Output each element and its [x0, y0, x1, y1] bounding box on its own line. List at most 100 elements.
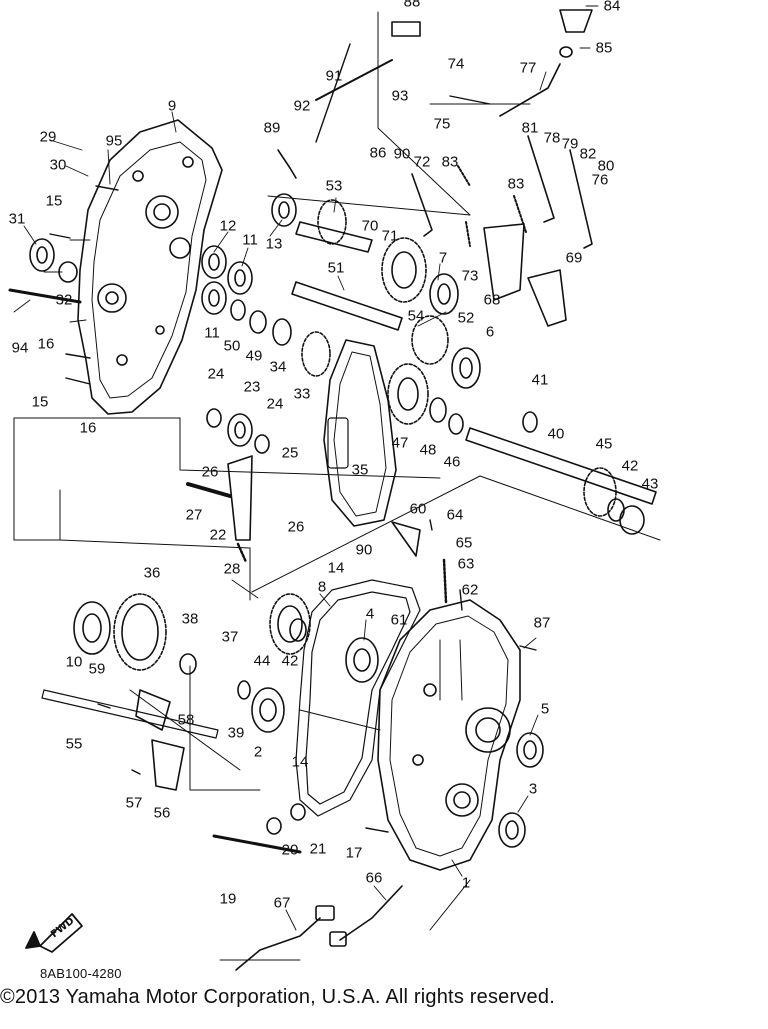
fwd-label: FWD [49, 916, 76, 941]
callout-number: 24 [207, 365, 225, 383]
callout-number: 81 [521, 119, 539, 137]
callout-number: 82 [579, 145, 597, 163]
shift-mechanism [135, 9, 593, 791]
callout-number: 90 [393, 145, 411, 163]
callout-number: 46 [443, 453, 461, 471]
callout-number: 7 [438, 249, 448, 267]
callout-number: 35 [351, 461, 369, 479]
callout-number: 23 [243, 378, 261, 396]
right-crankcase [377, 599, 521, 871]
callout-number: 20 [281, 841, 299, 859]
callout-number: 27 [185, 506, 203, 524]
callout-number: 11 [242, 231, 258, 249]
callout-number: 15 [31, 393, 49, 411]
callout-number: 9 [167, 97, 177, 115]
callout-number: 74 [447, 55, 465, 73]
callout-number: 87 [533, 614, 551, 632]
callout-number: 6 [485, 323, 495, 341]
left-crankcase [69, 119, 223, 415]
callout-number: 59 [88, 660, 106, 678]
callout-number: 54 [407, 307, 425, 325]
callout-number: 94 [11, 339, 29, 357]
callout-number: 16 [37, 335, 55, 353]
callout-number: 53 [325, 177, 343, 195]
callout-number: 76 [591, 171, 609, 189]
callout-number: 29 [39, 128, 57, 146]
callout-number: 24 [266, 395, 284, 413]
callout-number: 58 [177, 711, 195, 729]
fwd-arrow-icon: FWD [25, 913, 83, 953]
callout-number: 57 [125, 794, 143, 812]
callout-number: 56 [153, 804, 171, 822]
callout-number: 26 [287, 518, 305, 536]
callout-number: 60 [409, 500, 427, 518]
callout-number: 48 [419, 441, 437, 459]
callout-number: 88 [403, 0, 421, 11]
bearings-and-washers [29, 46, 645, 848]
callout-number: 63 [457, 555, 475, 573]
callout-number: 28 [223, 560, 241, 578]
callout-number: 90 [355, 541, 373, 559]
callout-number: 33 [293, 385, 311, 403]
callout-number: 19 [219, 890, 237, 908]
callout-number: 8 [317, 578, 327, 596]
callout-number: 43 [641, 475, 659, 493]
callout-number: 95 [105, 132, 123, 150]
callout-number: 38 [181, 610, 199, 628]
callout-number: 30 [49, 156, 67, 174]
callout-number: 4 [365, 605, 375, 623]
callout-number: 42 [281, 652, 299, 670]
callout-number: 79 [561, 135, 579, 153]
wire-leads [235, 885, 403, 971]
callout-number: 70 [361, 217, 379, 235]
callout-number: 49 [245, 347, 263, 365]
callout-number: 26 [201, 463, 219, 481]
callout-number: 3 [528, 780, 538, 798]
callout-number: 21 [309, 840, 327, 858]
callout-number: 85 [595, 39, 613, 57]
callout-number: 91 [325, 67, 343, 85]
callout-number: 55 [65, 735, 83, 753]
callout-number: 61 [390, 611, 408, 629]
callout-number: 14 [291, 753, 309, 771]
callout-number: 75 [433, 115, 451, 133]
callout-number: 80 [597, 157, 615, 175]
crankcase-gasket [295, 579, 421, 817]
callout-number: 44 [253, 652, 271, 670]
callout-number: 52 [457, 309, 475, 327]
callout-number: 16 [79, 419, 97, 437]
callout-number: 41 [531, 371, 549, 389]
callout-number: 36 [143, 564, 161, 582]
callout-number: 69 [565, 249, 583, 267]
callout-number: 71 [381, 227, 399, 245]
callout-number: 5 [540, 700, 550, 718]
callout-number: 92 [293, 97, 311, 115]
callout-number: 17 [345, 844, 363, 862]
callout-number: 34 [269, 358, 287, 376]
callout-number: 11 [204, 324, 220, 342]
callout-number: 2 [253, 743, 263, 761]
callout-number: 66 [365, 869, 383, 887]
callout-number: 10 [65, 653, 83, 671]
callout-number: 83 [441, 153, 459, 171]
callout-number: 37 [221, 628, 239, 646]
callout-number: 78 [543, 129, 561, 147]
callout-number: 47 [391, 434, 409, 452]
callout-number: 72 [413, 153, 431, 171]
callout-number: 12 [219, 217, 237, 235]
callout-number: 45 [595, 435, 613, 453]
diagram-part-number: 8AB100-4280 [40, 966, 122, 981]
drive-chain [323, 339, 397, 527]
bolts-pins-springs [49, 43, 537, 833]
callout-number: 67 [273, 894, 291, 912]
callout-number: 62 [461, 581, 479, 599]
callout-number: 93 [391, 87, 409, 105]
callout-number: 40 [547, 425, 565, 443]
callout-number: 84 [603, 0, 621, 15]
callout-number: 31 [8, 210, 26, 228]
group-boundary-lines [13, 11, 661, 961]
callout-number: 89 [263, 119, 281, 137]
callout-number: 22 [209, 526, 227, 544]
callout-number: 73 [461, 267, 479, 285]
